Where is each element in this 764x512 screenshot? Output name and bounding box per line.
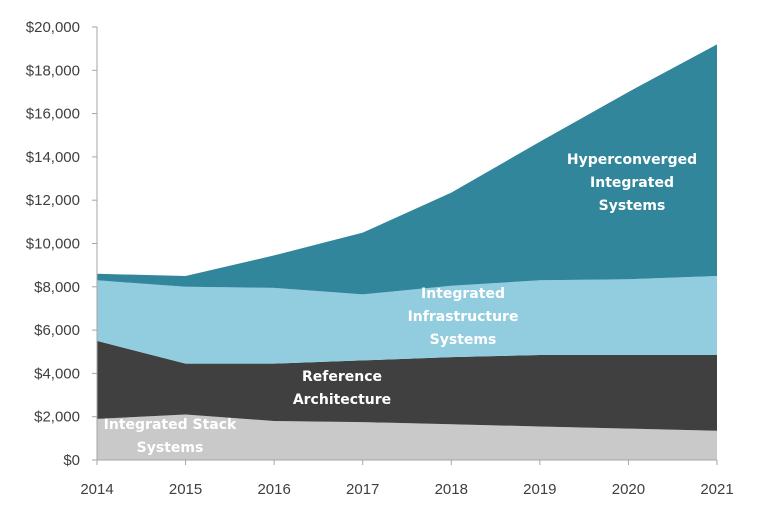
area-integrated-infrastructure-systems [97, 275, 717, 364]
x-tick-label: 2015 [169, 481, 202, 498]
x-tick-label: 2016 [257, 481, 290, 498]
y-tick-label: $20,000 [26, 19, 80, 36]
y-tick-label: $6,000 [34, 322, 80, 339]
area-label-line: Hyperconverged [567, 152, 697, 168]
area-label-line: Integrated [421, 286, 505, 302]
area-label-line: Infrastructure [408, 309, 519, 325]
x-tick-label: 2020 [612, 481, 645, 498]
axes-group: $0 $2,000 $4,000 $6,000 $8,000 $10,000 $12,000… [26, 19, 734, 498]
area-label-line: Reference [302, 369, 382, 385]
y-tick-label: $2,000 [34, 409, 80, 426]
area-reference-architecture [97, 340, 717, 431]
areas-group [97, 44, 717, 460]
y-tick-label: $12,000 [26, 192, 80, 209]
area-label-line: Architecture [293, 392, 391, 408]
area-label-line: Systems [430, 332, 497, 348]
y-tick-label: $16,000 [26, 106, 80, 123]
y-tick-label: $4,000 [34, 365, 80, 382]
area-label-line: Systems [137, 440, 204, 456]
y-tick-label: $0 [63, 452, 80, 469]
area-label-line: Integrated [590, 175, 674, 191]
y-tick-label: $10,000 [26, 236, 80, 253]
area-label-line: Systems [599, 198, 666, 214]
y-tick-label: $18,000 [26, 62, 80, 79]
area-label-line: Integrated Stack [104, 417, 237, 433]
area-hyperconverged-integrated-systems [97, 44, 717, 295]
x-tick-label: 2014 [80, 481, 113, 498]
x-tick-label: 2018 [435, 481, 468, 498]
x-tick-label: 2017 [346, 481, 379, 498]
y-tick-label: $14,000 [26, 149, 80, 166]
area-integrated-stack-systems [97, 414, 717, 460]
x-tick-label: 2019 [523, 481, 556, 498]
y-tick-label: $8,000 [34, 279, 80, 296]
x-tick-label: 2021 [700, 481, 733, 498]
